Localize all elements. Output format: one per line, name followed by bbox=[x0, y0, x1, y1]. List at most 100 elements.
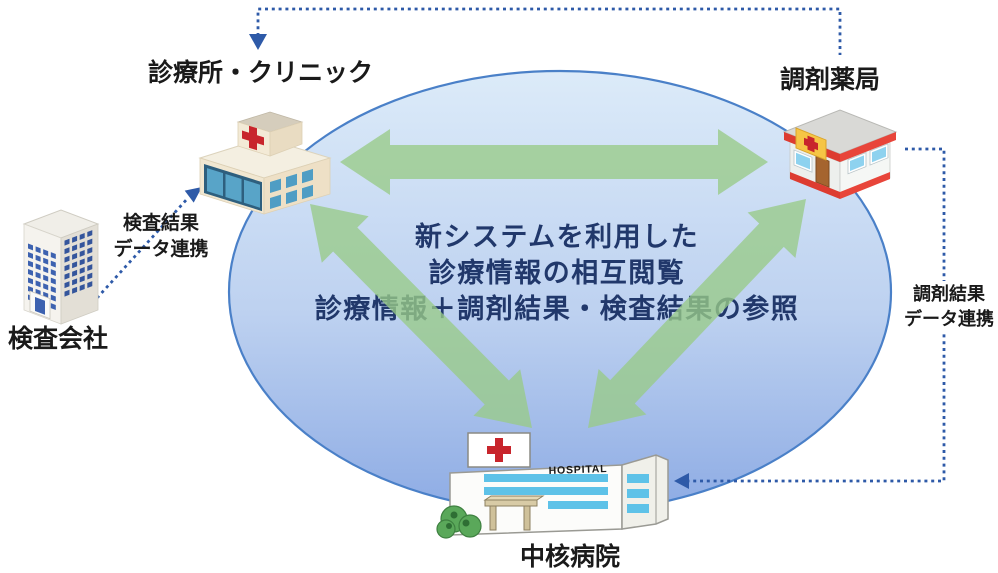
window-pane bbox=[87, 272, 93, 280]
window-pane bbox=[302, 184, 313, 200]
window-pane bbox=[43, 283, 49, 291]
pharmacy-link-label-line1: 調剤結果 bbox=[913, 284, 985, 304]
window-pane bbox=[35, 246, 41, 254]
dotted-link-hospital-arrowhead-icon bbox=[674, 473, 689, 489]
window-pane bbox=[72, 269, 78, 277]
lab-label: 検査会社 bbox=[7, 325, 108, 353]
window-pane bbox=[43, 249, 49, 257]
lab-entrance bbox=[29, 290, 51, 320]
window-pane bbox=[64, 264, 70, 272]
center-message-line1: 新システムを利用した bbox=[414, 222, 700, 252]
pharmacy-right-face-details bbox=[847, 143, 889, 175]
pharmacy-left-face-details bbox=[793, 149, 830, 188]
window-pane bbox=[50, 260, 56, 268]
window-pane bbox=[270, 194, 281, 209]
hospital-wing-window bbox=[627, 489, 649, 498]
window-pane bbox=[64, 255, 70, 263]
lab-windows-right bbox=[64, 230, 93, 297]
window-pane bbox=[79, 275, 85, 283]
window-pane bbox=[207, 168, 223, 197]
lab-link-label-line1: 検査結果 bbox=[122, 213, 199, 234]
pharmacy-link-label: 調剤結果 データ連携 bbox=[901, 281, 997, 333]
clinic-storefront-panels bbox=[207, 168, 260, 208]
dotted-link-lab-arrowhead-icon bbox=[184, 187, 202, 203]
window-pane bbox=[87, 255, 93, 263]
window-pane bbox=[28, 269, 33, 276]
window-pane bbox=[28, 243, 33, 251]
red-cross-icon bbox=[487, 438, 511, 462]
dotted-link-lab-clinic bbox=[95, 197, 190, 299]
window-pane bbox=[28, 252, 33, 259]
lab-link-label: 検査結果 データ連携 bbox=[106, 211, 216, 263]
clinic-windows-right bbox=[270, 168, 313, 209]
hospital-icon: HOSPITAL bbox=[436, 432, 669, 539]
window-pane bbox=[50, 286, 56, 294]
window-pane bbox=[50, 252, 56, 260]
window-pane bbox=[50, 277, 56, 285]
hospital-window-stripe bbox=[548, 501, 608, 509]
window-pane bbox=[72, 278, 78, 286]
window-pane bbox=[64, 272, 70, 280]
window-pane bbox=[64, 281, 70, 289]
window-pane bbox=[35, 254, 41, 262]
window-pane bbox=[64, 247, 70, 255]
hospital-building-icon: HOSPITAL bbox=[424, 427, 680, 541]
window-pane bbox=[43, 266, 49, 274]
window-pane bbox=[50, 269, 56, 277]
office-tower-icon bbox=[22, 209, 100, 325]
window-pane bbox=[28, 286, 33, 293]
window-pane bbox=[35, 271, 41, 279]
hospital-wing-window bbox=[627, 474, 649, 483]
window-pane bbox=[244, 179, 260, 208]
dotted-link-pharmacy-clinic bbox=[256, 7, 842, 55]
window-pane bbox=[286, 189, 297, 205]
window-pane bbox=[50, 303, 56, 311]
pharmacy-building-icon bbox=[770, 92, 910, 214]
clinic-icon bbox=[198, 111, 332, 215]
window-pane bbox=[79, 250, 85, 257]
window-pane bbox=[64, 289, 70, 297]
window-pane bbox=[87, 230, 93, 238]
window-pane bbox=[79, 267, 85, 274]
lab-building-icon bbox=[6, 198, 114, 330]
lab-door bbox=[35, 296, 45, 315]
window-pane bbox=[79, 233, 85, 240]
window-pane bbox=[72, 261, 78, 269]
window-pane bbox=[270, 178, 281, 193]
clinic-penthouse-right bbox=[269, 121, 303, 157]
window-pane bbox=[225, 173, 242, 202]
hospital-label: 中核病院 bbox=[519, 543, 620, 571]
window-pane bbox=[302, 168, 313, 184]
bush-icon bbox=[436, 505, 482, 539]
clinic-label: 診療所・クリニック bbox=[148, 59, 374, 87]
hospital-wing-window bbox=[627, 504, 649, 513]
pharmacy-base-trim-right bbox=[840, 172, 890, 199]
window-pane bbox=[72, 244, 78, 252]
window-pane bbox=[286, 173, 297, 189]
pharmacy-link-label-line2: データ連携 bbox=[904, 309, 994, 329]
center-message-line3: 診療情報＋調剤結果・検査結果の参照 bbox=[314, 294, 800, 324]
window-pane bbox=[43, 257, 49, 265]
pharmacy-fascia-right bbox=[840, 132, 896, 162]
window-pane bbox=[79, 258, 85, 266]
window-pane bbox=[35, 280, 41, 288]
hospital-sign-text: HOSPITAL bbox=[548, 463, 607, 477]
center-message: 新システムを利用した 診療情報の相互閲覧 診療情報＋調剤結果・検査結果の参照 bbox=[297, 219, 817, 327]
dotted-link-clinic-arrowhead-icon bbox=[249, 34, 267, 50]
window-pane bbox=[79, 241, 85, 249]
window-pane bbox=[28, 260, 33, 268]
hospital-window-stripe bbox=[484, 487, 608, 495]
window-pane bbox=[35, 263, 41, 271]
window-pane bbox=[87, 247, 93, 255]
window-pane bbox=[87, 238, 93, 246]
red-cross-icon bbox=[242, 125, 264, 151]
window-pane bbox=[72, 235, 78, 243]
window-pane bbox=[64, 238, 70, 246]
clinic-storefront bbox=[204, 163, 262, 212]
pharmacy-base-trim-left bbox=[790, 172, 840, 199]
window-pane bbox=[87, 264, 93, 272]
window-pane bbox=[28, 277, 33, 285]
center-message-line2: 診療情報の相互閲覧 bbox=[428, 258, 686, 288]
window-pane bbox=[87, 281, 93, 289]
window-pane bbox=[43, 274, 49, 282]
